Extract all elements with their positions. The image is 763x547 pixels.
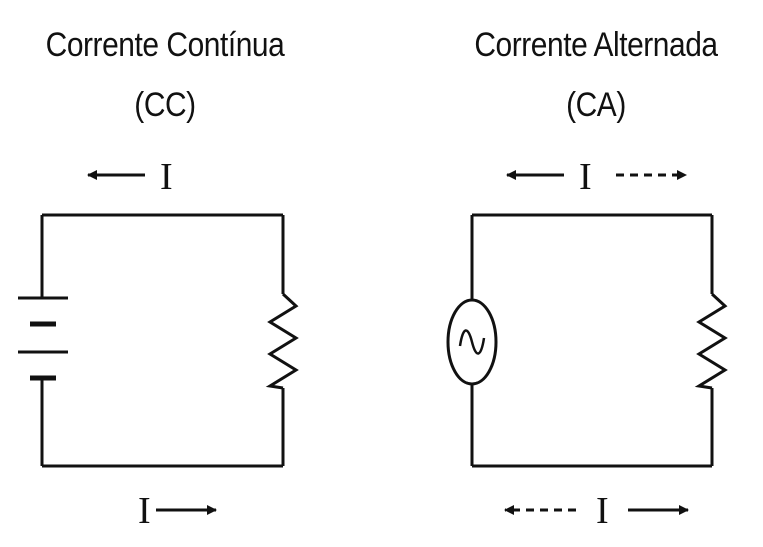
ac-subtitle: (CA) xyxy=(566,86,626,124)
ac-current-bottom-label: I xyxy=(596,490,609,532)
ac-circuit xyxy=(470,213,714,468)
dc-circuit xyxy=(40,213,285,468)
dc-title: Corrente Contínua xyxy=(45,26,285,64)
dc-subtitle: (CC) xyxy=(134,86,196,124)
battery-icon xyxy=(18,296,68,381)
ac-source-icon xyxy=(446,298,498,386)
dc-current-top-label: I xyxy=(160,156,173,198)
resistor-icon xyxy=(265,292,299,390)
dc-current-bottom-label: I xyxy=(138,490,151,532)
ac-current-top-label: I xyxy=(579,156,592,198)
resistor-icon xyxy=(694,292,728,390)
ac-title: Corrente Alternada xyxy=(474,26,718,64)
